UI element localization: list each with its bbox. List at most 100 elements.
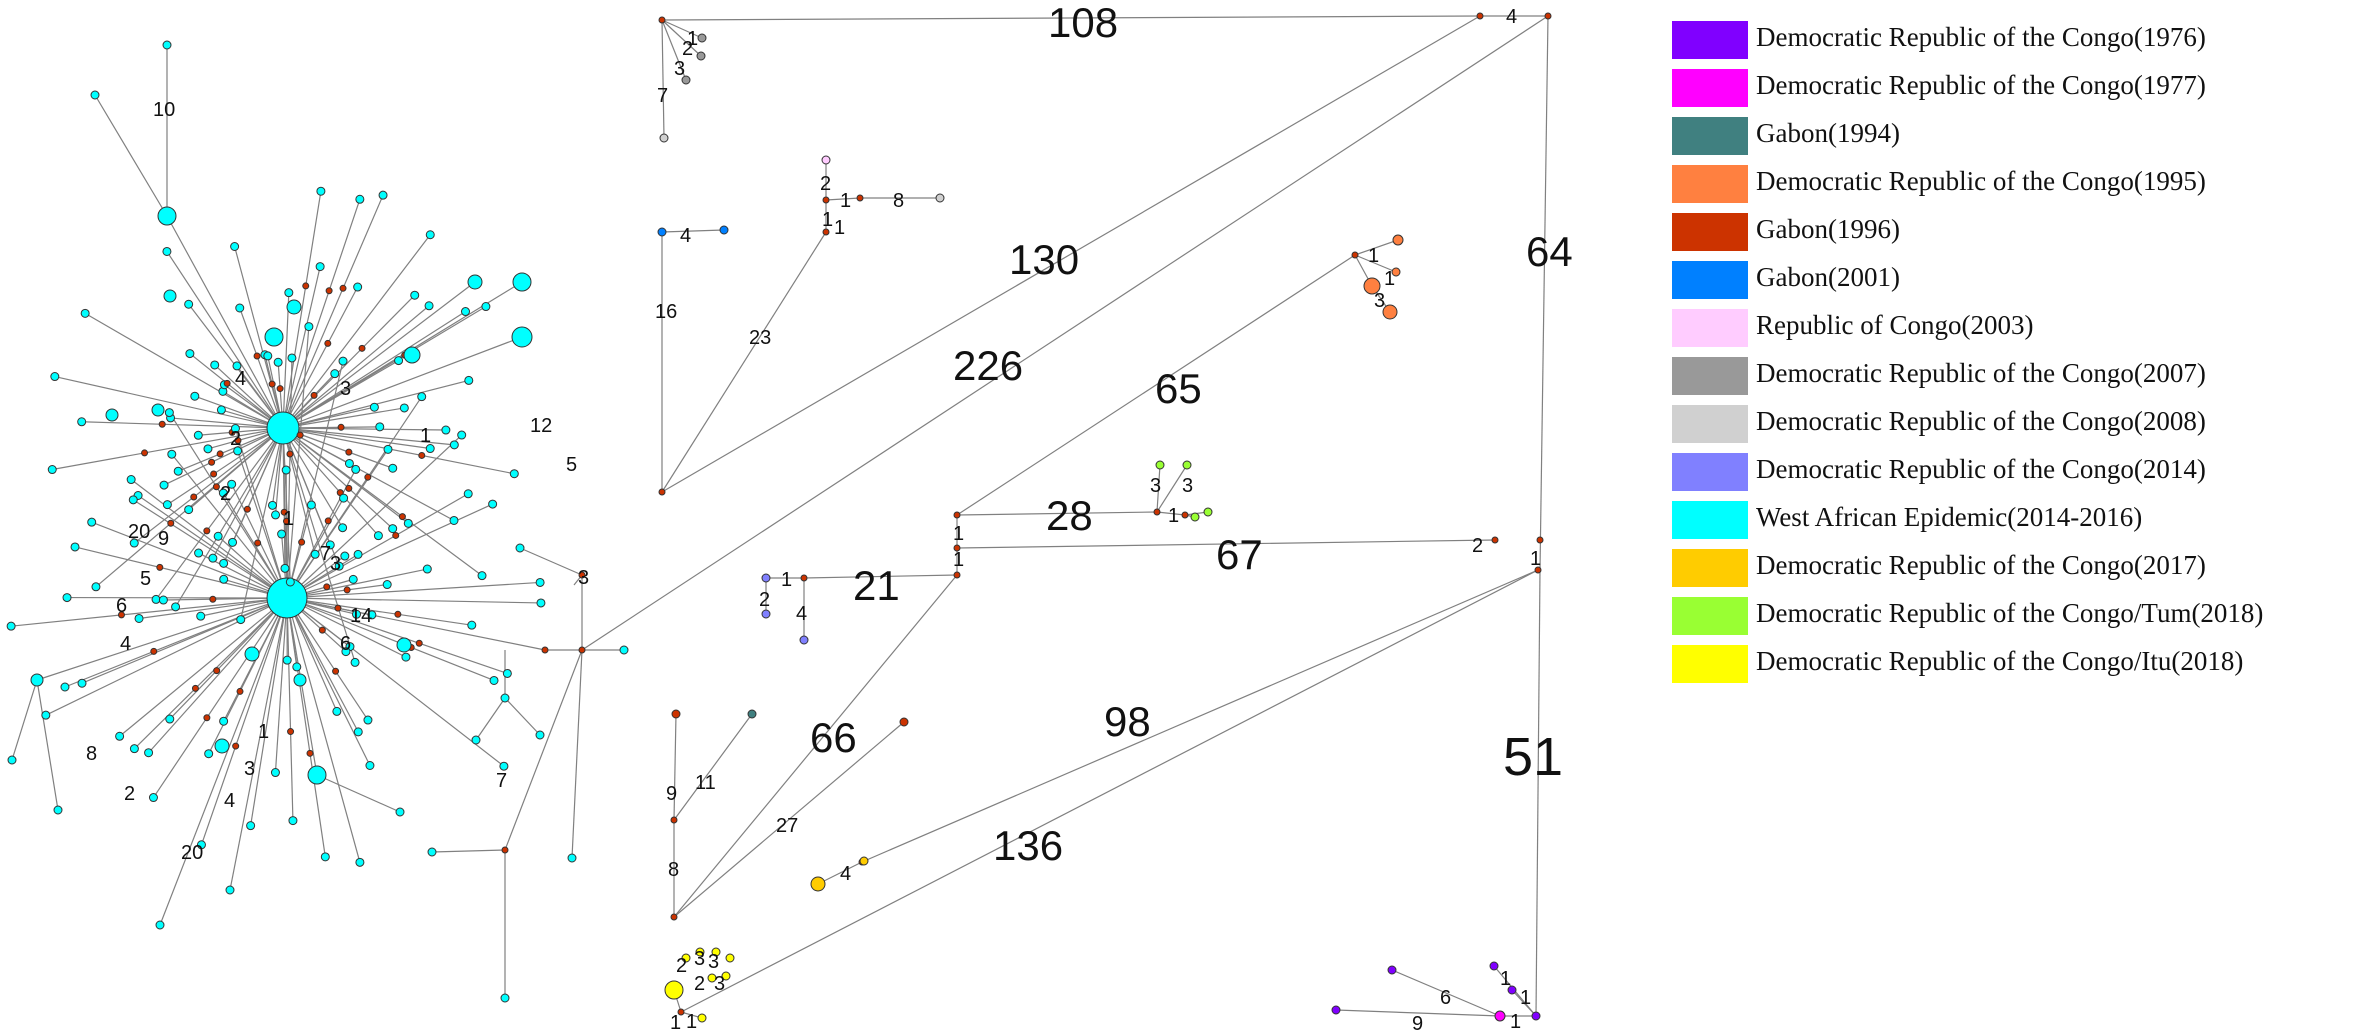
median-vector-node: [213, 667, 221, 675]
median-vector-node: [324, 339, 332, 347]
network-edge: [286, 597, 326, 857]
mutation-count-label: 1: [1384, 268, 1395, 290]
legend-label: Democratic Republic of the Congo(1977): [1756, 70, 2206, 100]
haplotype-node: [761, 609, 771, 619]
network-edge: [137, 495, 288, 599]
network-edge: [81, 597, 288, 684]
mutation-count-label: 3: [330, 553, 341, 575]
edge-label-130: 130: [1009, 236, 1079, 283]
haplotype-node: [184, 299, 194, 309]
median-vector-node: [1351, 251, 1359, 259]
median-vector-node: [323, 583, 331, 591]
legend-item: Republic of Congo(2003): [1672, 304, 2342, 352]
median-vector-node: [210, 470, 218, 478]
network-edge: [581, 15, 1549, 651]
legend-swatch: [1672, 69, 1748, 107]
haplotype-node: [306, 500, 316, 510]
haplotype-node: [193, 430, 203, 440]
network-edge: [1156, 511, 1186, 516]
network-edge: [661, 19, 703, 39]
haplotype-node: [1392, 234, 1404, 246]
haplotype-node: [155, 920, 165, 930]
edge-label-226: 226: [953, 342, 1023, 389]
median-vector-node: [254, 539, 262, 547]
haplotype-node: [403, 518, 413, 528]
haplotype-node: [378, 190, 388, 200]
haplotype-node: [162, 246, 172, 256]
haplotype-node: [6, 621, 16, 631]
haplotype-node: [711, 947, 721, 957]
network-edge: [168, 412, 288, 599]
haplotype-node: [681, 75, 691, 85]
network-edge: [956, 511, 1158, 516]
haplotype-node: [341, 647, 351, 657]
mutation-count-label: 4: [224, 790, 235, 812]
network-edge: [282, 427, 483, 577]
mutation-count-label: 2: [759, 589, 770, 611]
mutation-count-label: 3: [1182, 475, 1193, 497]
network-edge: [282, 427, 446, 431]
network-edge: [282, 427, 356, 663]
network-edge: [133, 597, 288, 750]
mutation-count-label: 2: [676, 955, 687, 977]
haplotype-node: [457, 430, 467, 440]
haplotype-node: [697, 33, 707, 43]
mutation-count-label: 1: [822, 209, 833, 231]
haplotype-node: [148, 793, 158, 803]
haplotype-node: [282, 655, 292, 665]
haplotype-node: [115, 731, 125, 741]
haplotype-node: [344, 458, 354, 468]
network-edge: [286, 597, 508, 675]
mutation-count-label: 1: [1168, 505, 1179, 527]
haplotype-node: [293, 673, 307, 687]
mutation-count-label: 1: [953, 523, 964, 545]
network-edge: [1391, 969, 1501, 1017]
network-edge: [661, 19, 665, 139]
network-edge: [177, 427, 284, 472]
legend-label: Democratic Republic of the Congo/Tum(201…: [1756, 598, 2264, 628]
legend-label: Democratic Republic of the Congo(2014): [1756, 454, 2206, 484]
network-edge: [130, 479, 288, 599]
haplotype-node: [1363, 277, 1381, 295]
median-vector-node: [822, 228, 830, 236]
haplotype-node: [477, 571, 487, 581]
network-edge: [504, 697, 541, 736]
median-vector-node: [1153, 508, 1161, 516]
network-edge: [74, 546, 288, 599]
haplotype-node: [316, 186, 326, 196]
haplotype-node: [353, 282, 363, 292]
mutation-count-label: 1: [834, 217, 845, 239]
network-edge: [45, 597, 288, 716]
mutation-count-label: 1: [420, 425, 431, 447]
network-edge: [286, 597, 294, 821]
mutation-count-label: 8: [86, 743, 97, 765]
median-vector-node: [223, 379, 231, 387]
network-edge: [1539, 15, 1549, 571]
median-vector-node: [318, 626, 326, 634]
median-vector-node: [398, 513, 406, 521]
haplotype-node: [281, 465, 291, 475]
haplotype-node: [227, 479, 237, 489]
haplotype-node: [162, 500, 172, 510]
median-vector-node: [156, 563, 164, 571]
median-vector-node: [280, 508, 288, 516]
haplotype-node: [425, 444, 435, 454]
network-edge: [188, 427, 284, 511]
haplotype-node: [151, 403, 165, 417]
network-edge: [282, 427, 515, 475]
median-vector-node: [203, 714, 211, 722]
haplotype-node: [719, 225, 729, 235]
haplotype-node: [233, 446, 243, 456]
network-edge: [282, 194, 384, 429]
network-edge: [282, 427, 316, 555]
edge-label-8: 8: [893, 190, 904, 212]
haplotype-node: [162, 40, 172, 50]
haplotype-node: [1507, 985, 1517, 995]
network-edge: [282, 427, 331, 546]
network-edge: [282, 311, 466, 429]
network-edge: [282, 407, 405, 429]
haplotype-node: [1531, 1011, 1541, 1021]
network-edge: [52, 427, 284, 471]
legend-swatch: [1672, 261, 1748, 299]
haplotype-node: [310, 549, 320, 559]
